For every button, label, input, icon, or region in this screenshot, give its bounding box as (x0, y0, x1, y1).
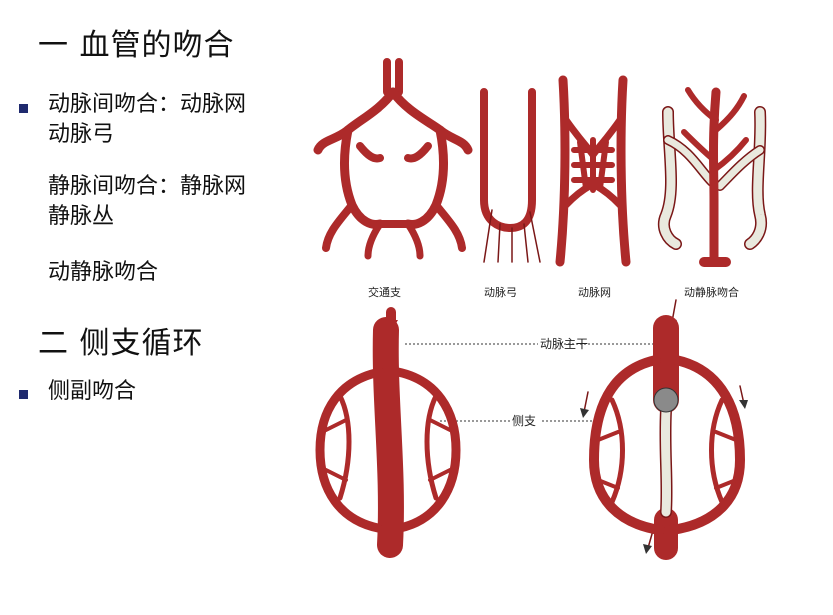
arterial-network-label: 动脉网 (578, 285, 611, 299)
bullet-line: 动脉弓 (48, 122, 115, 147)
arteriovenous-anastomosis-label: 动静脉吻合 (684, 285, 739, 299)
heading-anastomosis: 一 血管的吻合 (38, 28, 235, 63)
collateral-circulation-obstructed-diagram (580, 299, 748, 560)
bullet-line: 动静脉吻合 (48, 260, 159, 285)
bullet-venous-anastomosis: 静脉间吻合：静脉网 静脉丛 (48, 172, 246, 232)
bullet-line: 静脉间吻合：静脉网 (48, 174, 247, 199)
bullet-line: 动脉间吻合：动脉网 (48, 92, 247, 117)
collateral-circulation-normal-diagram (315, 307, 461, 558)
bullet-arteriovenous-anastomosis: 动静脉吻合 (48, 258, 158, 288)
bullet-collateral-anastomosis: 侧副吻合 (48, 379, 137, 404)
communicating-branch-label: 交通支 (368, 285, 401, 299)
communicating-branch-diagram: 交通支 (313, 58, 473, 299)
bullet-marker (19, 104, 28, 113)
collateral-branch-label: 侧支 (512, 414, 536, 428)
arterial-arch-diagram: 动脉弓 (480, 88, 541, 299)
arterial-arch-label: 动脉弓 (484, 285, 517, 299)
bullet-line: 静脉丛 (48, 204, 115, 229)
bullet-marker (19, 390, 28, 399)
arterial-network-diagram: 动脉网 (555, 75, 631, 299)
main-trunk-label: 动脉主干 (540, 336, 588, 351)
bullet-arterial-anastomosis: 动脉间吻合：动脉网 动脉弓 (48, 90, 246, 150)
arteriovenous-anastomosis-diagram: 动静脉吻合 (657, 87, 767, 299)
heading-collateral-circulation: 二 侧支循环 (38, 326, 204, 361)
